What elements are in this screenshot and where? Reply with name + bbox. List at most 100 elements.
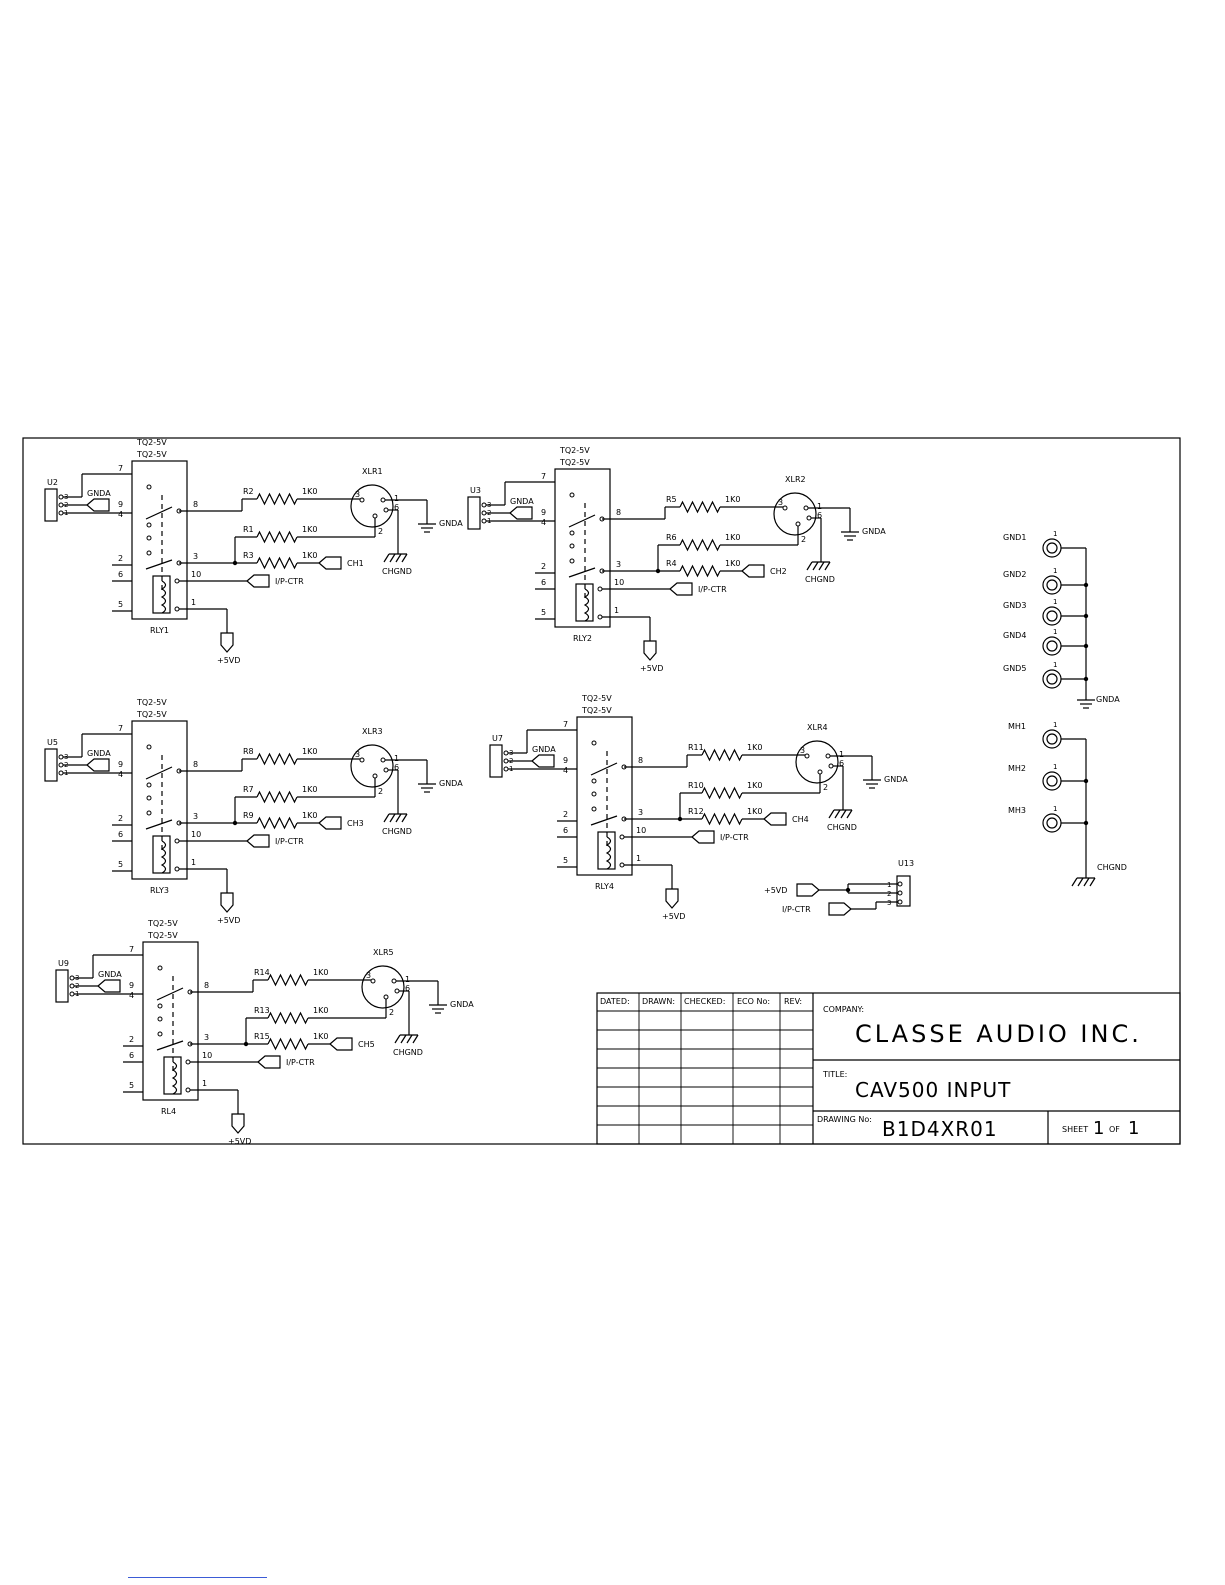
relay-body (142, 941, 199, 1101)
net-flag (246, 834, 270, 848)
mounting-hole-inner (1046, 817, 1058, 829)
switch-contact (146, 744, 152, 750)
resistor (679, 500, 721, 514)
gnda-label: GNDA (1096, 695, 1120, 704)
mounting-hole-pin: 1 (1053, 721, 1057, 729)
xlr-pin-number: 6 (839, 759, 844, 768)
relay-pin-number: 9 (541, 508, 546, 517)
xlr-pin (383, 507, 389, 513)
relay-pin-number: 9 (118, 500, 123, 509)
relay-pin-number: 7 (563, 720, 568, 729)
switch-contact (569, 558, 575, 564)
relay-pin-number: 4 (541, 518, 546, 527)
xlr-pin (828, 763, 834, 769)
chgnd-label: CHGND (805, 575, 835, 584)
chgnd-label: CHGND (393, 1048, 423, 1057)
relay-pin-number: 7 (129, 945, 134, 954)
chgnd-label: CHGND (827, 823, 857, 832)
relay-pin-number: 3 (193, 812, 198, 821)
resistor-ref: R15 (254, 1032, 270, 1041)
bottom-link-underline[interactable] (128, 1577, 267, 1578)
switch-contact (569, 530, 575, 536)
switch-contact (591, 778, 597, 784)
xlr-pin (359, 497, 365, 503)
relay-pin-number: 5 (118, 600, 123, 609)
xlr-ref: XLR5 (373, 948, 394, 957)
pin-circle (503, 766, 509, 772)
xlr-pin-number: 2 (378, 787, 383, 796)
relay-pin-number: 4 (563, 766, 568, 775)
resistor-ref: R11 (688, 743, 704, 752)
xlr-pin-number: 2 (389, 1008, 394, 1017)
relay-pin-number: 10 (191, 570, 201, 579)
xlr-pin (782, 505, 788, 511)
resistor (701, 812, 743, 826)
sheet-total: 1 (1128, 1118, 1139, 1139)
pin-circle (897, 899, 903, 905)
relay-pin-number: 4 (118, 770, 123, 779)
chassis-ground-symbol (840, 809, 847, 819)
relay-pin-number: 6 (118, 570, 123, 579)
xlr-ref: XLR2 (785, 475, 806, 484)
resistor-ref: R10 (688, 781, 704, 790)
mounting-hole-pin: 1 (1053, 598, 1057, 606)
coil-contact (185, 1059, 191, 1065)
resistor-value: 1K0 (302, 811, 317, 820)
resistor-ref: R14 (254, 968, 270, 977)
mounting-hole-inner (1046, 610, 1058, 622)
title-block: DATED: DRAWN: CHECKED: ECO No: REV: COMP… (596, 992, 1181, 1145)
relay-pin-number: 8 (616, 508, 621, 517)
gnda-label: GNDA (532, 745, 556, 754)
switch-blade (590, 815, 618, 826)
supply-label: +5VD (764, 886, 787, 895)
xlr-pin-number: 3 (778, 498, 783, 507)
relay-pin-number: 10 (636, 826, 646, 835)
chassis-ground-symbol (846, 809, 853, 819)
resistor-value: 1K0 (725, 559, 740, 568)
relay-pin-number: 6 (129, 1051, 134, 1060)
switch-blade (145, 819, 173, 830)
switch-contact (146, 810, 152, 816)
xlr-pin (372, 773, 378, 779)
pin-circle (481, 518, 487, 524)
resistor-value: 1K0 (313, 968, 328, 977)
drawing-number-label: DRAWING No: (817, 1115, 872, 1124)
xlr-pin (380, 757, 386, 763)
resistor-value: 1K0 (747, 743, 762, 752)
relay-type-label: TQ2-5V (136, 710, 167, 719)
switch-blade (145, 559, 173, 570)
switch-blade (145, 506, 173, 520)
mounting-hole (1042, 575, 1062, 595)
input-connector-ref: U9 (58, 959, 69, 968)
chassis-ground-symbol (401, 813, 408, 823)
xlr-pin-number: 3 (355, 750, 360, 759)
xlr-pin (359, 757, 365, 763)
xlr-pin (804, 753, 810, 759)
xlr-connector (350, 744, 394, 788)
resistor-value: 1K0 (747, 807, 762, 816)
channel-label: CH3 (347, 819, 364, 828)
resistor-ref: R3 (243, 551, 254, 560)
relay-coil-winding (583, 588, 590, 622)
coil-contact (597, 586, 603, 592)
xlr-pin-number: 6 (817, 511, 822, 520)
relay-coil (597, 831, 616, 870)
mounting-hole-pin: 1 (1053, 763, 1057, 771)
relay-pin-number: 1 (636, 854, 641, 863)
switch-contact (591, 740, 597, 746)
switch-contact (146, 535, 152, 541)
relay-coil (152, 575, 171, 614)
net-flag (257, 1055, 281, 1069)
relay-pin-number: 9 (129, 981, 134, 990)
chassis-ground-symbol (824, 561, 831, 571)
resistor (256, 492, 298, 506)
chassis-ground-symbol (806, 561, 813, 571)
relay-pin-number: 3 (638, 808, 643, 817)
resistor-value: 1K0 (313, 1006, 328, 1015)
relay-coil (152, 835, 171, 874)
net-flag (220, 892, 234, 913)
mounting-hole (1042, 606, 1062, 626)
